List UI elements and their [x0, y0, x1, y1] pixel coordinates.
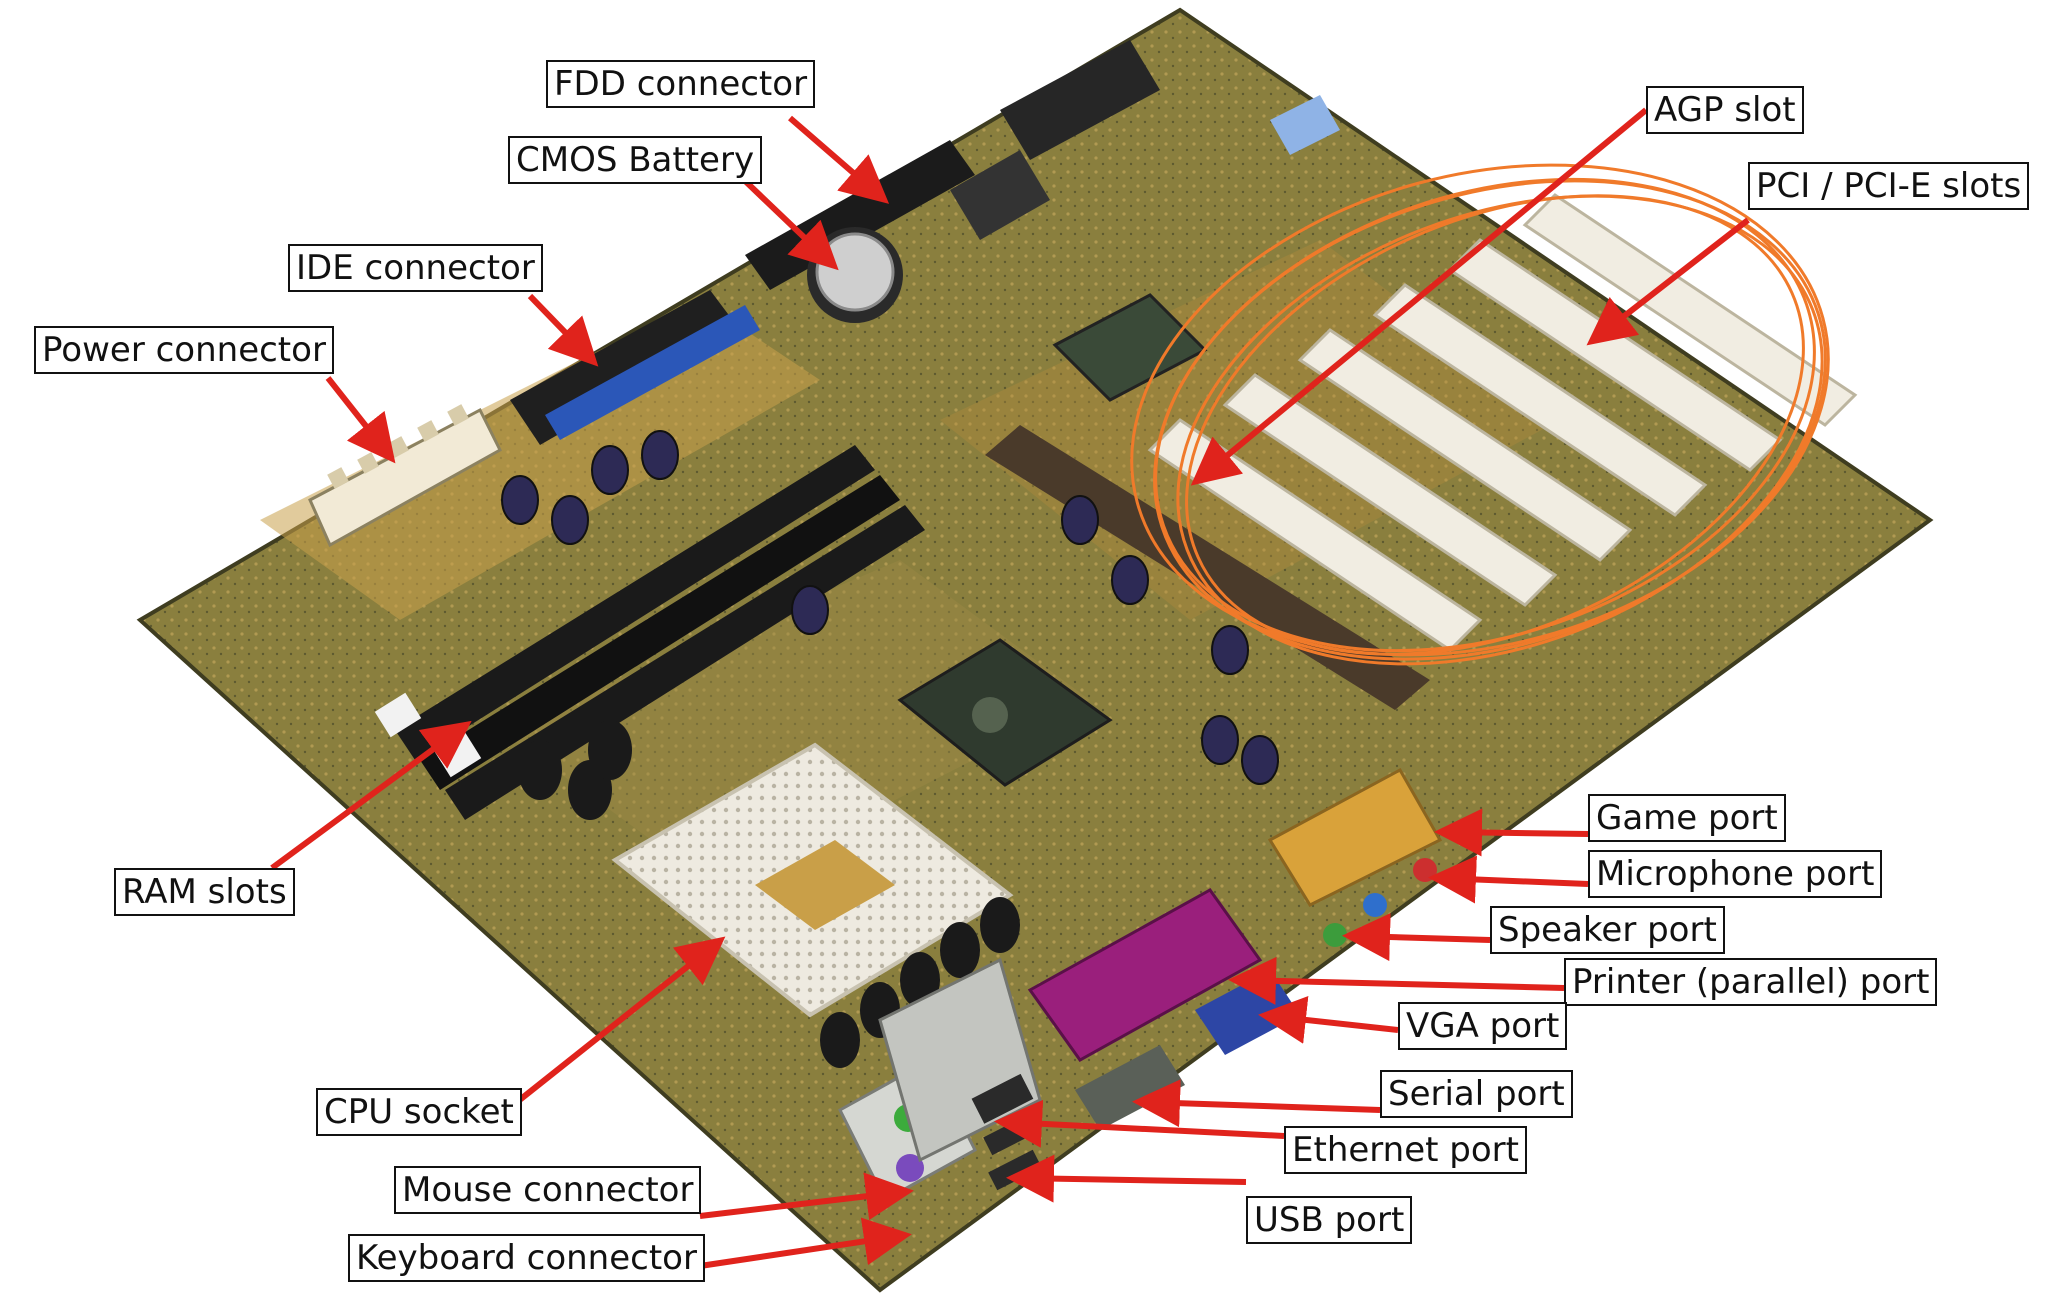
label-cpu-socket: CPU socket: [316, 1088, 522, 1136]
top-chips: [950, 40, 1340, 240]
label-serial-port: Serial port: [1380, 1070, 1573, 1118]
ram-slots-shape: [374, 445, 925, 820]
label-ethernet-port: Ethernet port: [1284, 1126, 1527, 1174]
power-connector: [308, 404, 502, 548]
arrow-serial: [1132, 1079, 1381, 1128]
label-vga-port: VGA port: [1398, 1002, 1568, 1050]
arrow-pci: [1586, 217, 1750, 346]
arrow-power: [325, 376, 396, 464]
ide-connector-shape: [510, 290, 760, 445]
pointer-arrows: [270, 107, 1750, 1269]
arrow-ide: [527, 293, 599, 367]
arrow-game: [1434, 808, 1589, 857]
southbridge-chip: [897, 638, 1113, 787]
arrow-agp: [1190, 107, 1648, 486]
arrow-speaker: [1342, 913, 1491, 962]
label-ram-slots: RAM slots: [114, 868, 295, 916]
arrow-fdd: [788, 115, 890, 204]
label-cmos-battery: CMOS Battery: [508, 136, 763, 184]
arrow-printer: [1228, 956, 1565, 1005]
pci-slots-shape: [1147, 193, 1858, 652]
agp-slot-shape: [985, 425, 1430, 710]
arrow-cmos: [739, 175, 839, 271]
label-microphone-port: Microphone port: [1588, 850, 1883, 898]
capacitors-black: [518, 720, 1020, 1068]
cmos-battery-shape: [807, 227, 903, 323]
capacitors: [501, 430, 1279, 785]
arrow-cpu: [510, 936, 726, 1109]
label-ide-connector: IDE connector: [288, 244, 543, 292]
arrow-ethernet: [994, 1099, 1285, 1148]
arrow-mouse: [699, 1172, 914, 1221]
label-usb-port: USB port: [1246, 1196, 1413, 1244]
label-pci-slots: PCI / PCI-E slots: [1748, 162, 2030, 210]
label-speaker-port: Speaker port: [1490, 906, 1725, 954]
arrow-vga: [1258, 996, 1399, 1044]
arrow-mic: [1428, 855, 1589, 904]
label-fdd-connector: FDD connector: [546, 60, 816, 108]
label-game-port: Game port: [1588, 794, 1786, 842]
label-agp-slot: AGP slot: [1646, 86, 1804, 134]
label-power-connector: Power connector: [34, 326, 334, 374]
cpu-socket-shape: [611, 742, 1014, 1018]
arrow-ram: [270, 720, 472, 871]
arrow-keyboard: [699, 1217, 912, 1269]
label-mouse-connector: Mouse connector: [394, 1166, 702, 1214]
arrow-usb: [1006, 1154, 1247, 1203]
label-printer-port: Printer (parallel) port: [1564, 958, 1938, 1006]
pci-highlight-scribble: [1130, 163, 1830, 666]
label-keyboard-connector: Keyboard connector: [348, 1234, 705, 1282]
